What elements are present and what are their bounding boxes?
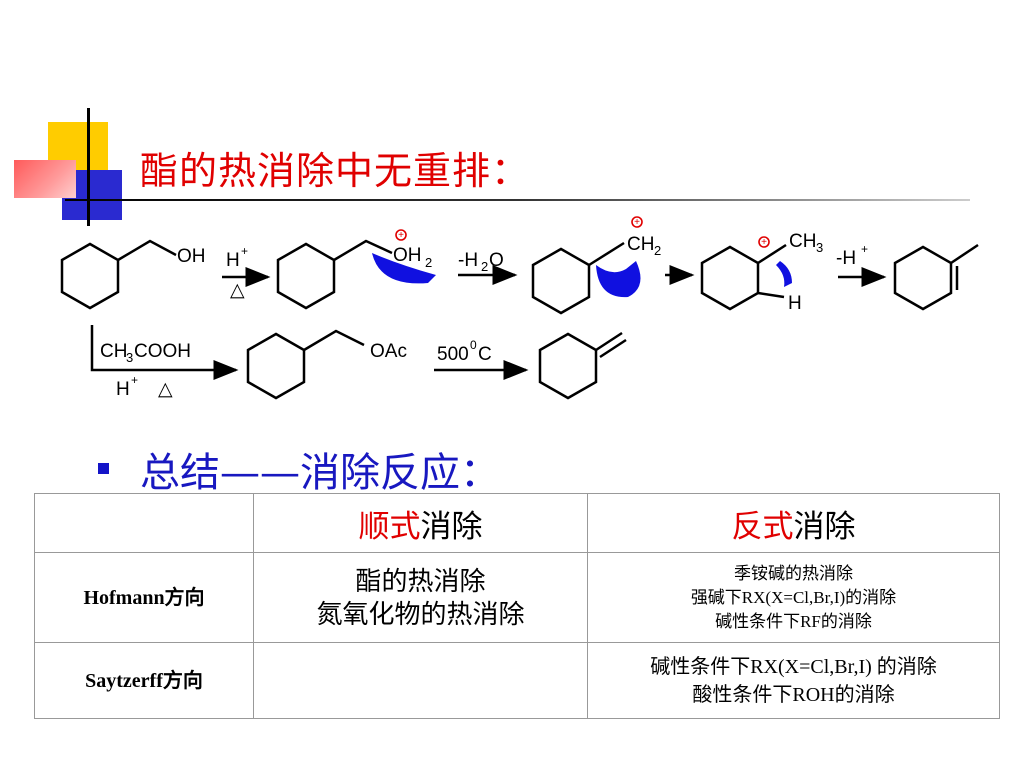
cyclohexane-ring-6 [246,332,306,400]
label-hplus-2-sup: + [131,373,138,387]
row1-syn-cell: 酯的热消除 氮氧化物的热消除 [253,552,588,643]
label-ch3-sub: 3 [816,240,823,255]
charge-circle-2 [631,216,643,228]
cyclohexane-ring-3 [531,247,591,315]
cyclohexane-ring-2 [276,242,336,310]
row-label-hofmann: Hofmann方向 [34,552,254,643]
label-minus-h2o-sub: 2 [481,259,488,274]
label-ch2: CH [627,234,654,255]
table-row: Hofmann方向 酯的热消除 氮氧化物的热消除 季铵碱的热消除 强碱下RX(X… [34,552,1000,643]
summary-heading: 总结——消除反应： [140,450,500,496]
curved-arrow-blue-3 [776,261,792,287]
reaction-scheme: + + + OH H + △ OH 2 -H 2 O CH 2 CH 3 H -… [60,216,979,400]
row2-syn-cell [253,642,588,719]
charge-sign-3: + [761,237,767,248]
label-heat-1: △ [230,280,245,301]
curved-arrow-blue-1 [372,253,436,284]
row2-anti-cell: 碱性条件下RX(X=Cl,Br,I) 的消除 酸性条件下ROH的消除 [587,642,1000,719]
header-empty-cell [34,493,254,553]
cyclohexene-ring-5 [893,245,953,311]
label-temp: 500 [437,344,469,365]
label-minus-h2o-o: O [489,250,504,271]
title-underline [65,199,970,201]
charge-circle-3 [758,236,770,248]
label-hplus-1: H [226,250,240,271]
label-oh: OH [177,246,206,267]
cyclohexane-ring-4 [700,245,760,311]
methylenecyclohexane-ring-7 [538,332,598,400]
header-anti: 反式消除 [587,493,1000,553]
label-ch3: CH [789,231,816,252]
label-oac: OAc [370,341,407,362]
cyclohexane-ring-1 [60,242,120,310]
label-minus-h-sup: + [861,242,868,256]
table-header-row: 顺式消除 反式消除 [34,493,1000,553]
label-h: H [788,293,802,314]
decor-vertical-line [87,108,90,226]
label-minus-h2o: -H [458,250,478,271]
header-syn: 顺式消除 [253,493,588,553]
decor-red-square [14,160,76,198]
charge-sign-1: + [398,230,404,241]
label-temp-sup: 0 [470,338,477,352]
label-oh2: OH [393,245,422,266]
label-oh2-sub: 2 [425,255,432,270]
elimination-table: 顺式消除 反式消除 Hofmann方向 酯的热消除 氮氧化物的热消除 季铵碱的热… [34,493,1000,719]
charge-sign-2: + [634,217,640,228]
label-minus-h: -H [836,248,856,269]
row1-anti-cell: 季铵碱的热消除 强碱下RX(X=Cl,Br,I)的消除 碱性条件下RF的消除 [587,552,1000,643]
table-row: Saytzerff方向 碱性条件下RX(X=Cl,Br,I) 的消除 酸性条件下… [34,642,1000,719]
label-acid-rest: COOH [134,341,191,362]
bullet-marker [98,463,109,474]
row-label-saytzerff: Saytzerff方向 [34,642,254,719]
label-temp-c: C [478,344,492,365]
curved-arrow-blue-2 [596,261,641,298]
slide-title: 酯的热消除中无重排： [140,149,531,193]
label-acid: CH [100,341,127,362]
charge-circle-1 [395,229,407,241]
label-ch2-sub: 2 [654,243,661,258]
label-hplus-1-sup: + [241,244,248,258]
label-hplus-2: H [116,379,130,400]
label-heat-2: △ [158,379,173,400]
label-acid-sub: 3 [126,350,133,365]
